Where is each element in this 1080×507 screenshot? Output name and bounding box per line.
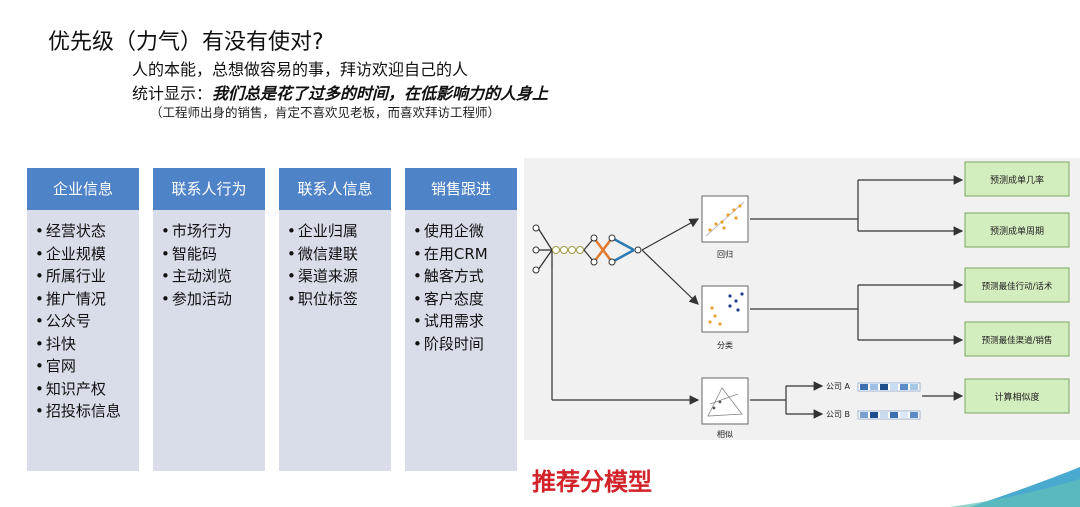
network-icon xyxy=(532,224,642,274)
column-contact-info: 联系人信息 企业归属 微信建联 渠道来源 职位标签 xyxy=(279,168,391,471)
column-contact-behavior: 联系人行为 市场行为 智能码 主动浏览 参加活动 xyxy=(153,168,265,471)
column-list: 企业归属 微信建联 渠道来源 职位标签 xyxy=(279,210,391,310)
output-box: 预测成单几率 xyxy=(964,161,1070,197)
list-item: 微信建联 xyxy=(287,243,391,266)
list-item: 职位标签 xyxy=(287,288,391,311)
subtitle-line-1: 人的本能，总想做容易的事，拜访欢迎自己的人 xyxy=(132,60,469,79)
list-item: 渠道来源 xyxy=(287,265,391,288)
output-box: 预测最佳行动/话术 xyxy=(964,267,1070,303)
classification-plot xyxy=(701,285,749,333)
list-item: 客户态度 xyxy=(413,288,517,311)
company-label: 公司 B xyxy=(826,410,850,419)
list-item: 经营状态 xyxy=(35,220,139,243)
list-item: 市场行为 xyxy=(161,220,265,243)
column-company-info: 企业信息 经营状态 企业规模 所属行业 推广情况 公众号 抖快 官网 知识产权 … xyxy=(27,168,139,471)
list-item: 触客方式 xyxy=(413,265,517,288)
list-item: 企业规模 xyxy=(35,243,139,266)
column-list: 使用企微 在用CRM 触客方式 客户态度 试用需求 阶段时间 xyxy=(405,210,517,355)
output-box: 预测最佳渠道/销售 xyxy=(964,321,1070,357)
stat-prefix: 统计显示： xyxy=(132,84,213,103)
output-label: 预测成单周期 xyxy=(990,225,1044,237)
output-label: 预测最佳渠道/销售 xyxy=(982,335,1053,346)
subtitle-note: （工程师出身的销售，肯定不喜欢见老板，而喜欢拜访工程师） xyxy=(150,105,501,120)
stat-emphasis: 我们总是花了过多的时间，在低影响力的人身上 xyxy=(212,84,549,103)
column-header: 企业信息 xyxy=(27,168,139,210)
list-item: 招投标信息 xyxy=(35,400,139,423)
list-item: 在用CRM xyxy=(413,243,517,266)
model-diagram-svg: 回归 分类 相似 xyxy=(532,161,1070,439)
column-header: 联系人信息 xyxy=(279,168,391,210)
model-diagram: 回归 分类 相似 xyxy=(524,158,1080,440)
output-box: 计算相似度 xyxy=(964,378,1070,414)
method-label: 相似 xyxy=(717,429,733,439)
list-item: 所属行业 xyxy=(35,265,139,288)
regression-plot xyxy=(701,195,749,243)
decorative-corner-swoosh xyxy=(950,467,1080,507)
list-item: 官网 xyxy=(35,355,139,378)
method-label: 回归 xyxy=(717,249,733,259)
output-box: 预测成单周期 xyxy=(964,212,1070,248)
column-header: 销售跟进 xyxy=(405,168,517,210)
company-b-vector xyxy=(857,410,921,420)
list-item: 抖快 xyxy=(35,333,139,356)
column-sales-followup: 销售跟进 使用企微 在用CRM 触客方式 客户态度 试用需求 阶段时间 xyxy=(405,168,517,471)
output-label: 预测最佳行动/话术 xyxy=(982,281,1053,292)
list-item: 推广情况 xyxy=(35,288,139,311)
list-item: 公众号 xyxy=(35,310,139,333)
list-item: 知识产权 xyxy=(35,378,139,401)
list-item: 企业归属 xyxy=(287,220,391,243)
column-list: 市场行为 智能码 主动浏览 参加活动 xyxy=(153,210,265,310)
page-title: 优先级（力气）有没有使对? xyxy=(48,30,324,55)
column-header: 联系人行为 xyxy=(153,168,265,210)
list-item: 试用需求 xyxy=(413,310,517,333)
list-item: 智能码 xyxy=(161,243,265,266)
list-item: 阶段时间 xyxy=(413,333,517,356)
company-label: 公司 A xyxy=(826,382,851,391)
model-caption: 推荐分模型 xyxy=(532,468,652,496)
subtitle-line-2: 统计显示：我们总是花了过多的时间，在低影响力的人身上 xyxy=(132,80,548,104)
method-label: 分类 xyxy=(717,340,733,350)
list-item: 参加活动 xyxy=(161,288,265,311)
list-item: 使用企微 xyxy=(413,220,517,243)
output-label: 预测成单几率 xyxy=(990,174,1044,186)
company-a-vector xyxy=(857,382,921,392)
output-label: 计算相似度 xyxy=(994,391,1039,403)
list-item: 主动浏览 xyxy=(161,265,265,288)
column-list: 经营状态 企业规模 所属行业 推广情况 公众号 抖快 官网 知识产权 招投标信息 xyxy=(27,210,139,423)
similarity-plot xyxy=(701,377,749,425)
